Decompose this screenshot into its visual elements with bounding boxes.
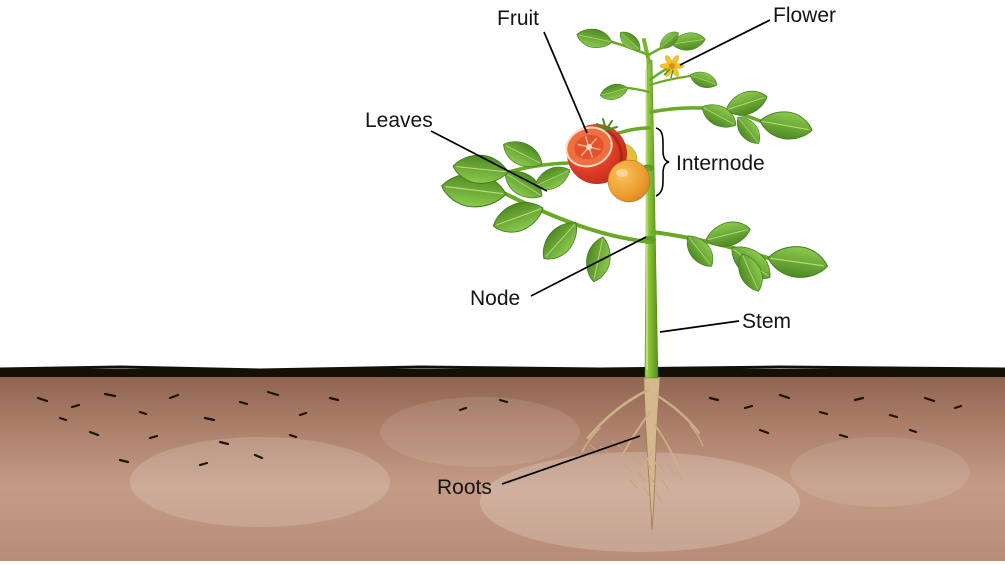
leaflet <box>534 214 586 268</box>
stem-leader-line <box>659 320 740 333</box>
label-fruit: Fruit <box>497 7 539 30</box>
node-leader-line <box>530 236 647 297</box>
leaf-cluster-right-lower <box>680 217 831 296</box>
flower-leader-line <box>679 19 771 66</box>
internode-brace <box>655 127 670 197</box>
roots-leader-line <box>501 435 641 485</box>
leaves-leader-line <box>430 130 548 192</box>
labels: Fruit Flower Leaves Internode Node Stem … <box>365 4 836 499</box>
leaflet <box>687 67 720 92</box>
tomato-cut-face <box>565 126 613 168</box>
leaf-cluster-right-upper <box>697 85 815 149</box>
tomato-orange <box>607 159 651 203</box>
flower-sepals <box>663 68 674 79</box>
label-node: Node <box>470 287 520 310</box>
stem-highlight <box>645 69 648 371</box>
calyx <box>596 118 618 131</box>
tomato-cut-shadow <box>605 128 623 166</box>
soil-speckles <box>36 390 963 467</box>
leaflet <box>581 234 616 285</box>
soil-highlights <box>130 397 970 552</box>
leaflet <box>757 106 815 144</box>
leaflet <box>765 241 831 282</box>
stem-tip <box>642 38 651 64</box>
label-roots: Roots <box>437 476 492 499</box>
leader-lines <box>430 19 771 485</box>
flower-center <box>669 63 675 69</box>
soil-body <box>0 377 1005 561</box>
lateral-roots <box>581 388 704 497</box>
leaflet <box>702 217 754 252</box>
tomato-orange-highlight <box>616 169 628 177</box>
label-stem: Stem <box>742 310 791 333</box>
label-internode: Internode <box>676 152 765 175</box>
ground-line <box>0 365 1005 377</box>
fruit-group <box>565 118 651 203</box>
fruit-leader-line <box>543 31 588 134</box>
label-flower: Flower <box>773 4 836 27</box>
label-leaves: Leaves <box>365 109 433 132</box>
leaflet <box>574 25 615 52</box>
soil <box>0 377 1005 561</box>
flower-group <box>659 55 685 79</box>
leaflet <box>598 80 631 103</box>
